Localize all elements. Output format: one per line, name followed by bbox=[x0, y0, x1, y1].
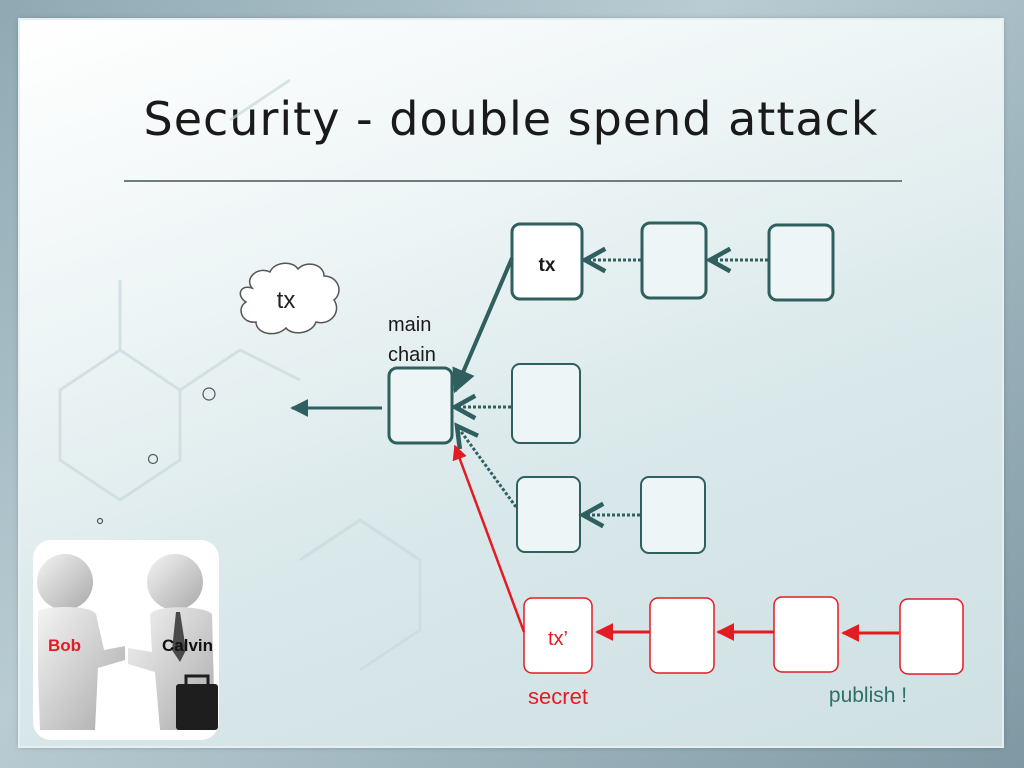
tx-cloud-label: tx bbox=[277, 287, 296, 314]
slide-title: Security - double spend attack bbox=[143, 92, 879, 146]
orphan-block-middle bbox=[511, 363, 581, 444]
attack-tx-block bbox=[523, 597, 593, 674]
attack-block-2 bbox=[649, 597, 715, 674]
main-chain-block bbox=[387, 366, 454, 445]
secret-label: secret bbox=[528, 684, 588, 709]
orphan-block-lower-1 bbox=[516, 476, 581, 553]
orphan-block-lower-2 bbox=[640, 476, 706, 554]
upper-chain-block-2 bbox=[640, 221, 708, 300]
background-bubbles bbox=[96, 387, 216, 525]
background-molecule-decoration bbox=[58, 78, 422, 672]
attack-block-4 bbox=[899, 598, 964, 675]
briefcase bbox=[176, 684, 218, 730]
tx-cloud-shape bbox=[239, 262, 340, 335]
main-chain-label-line1: main bbox=[388, 314, 431, 336]
calvin-label: Calvin bbox=[162, 636, 213, 655]
handshake-illustration: Bob Calvin bbox=[33, 540, 219, 740]
tx-block-label: tx bbox=[539, 255, 556, 276]
bob-label: Bob bbox=[48, 636, 81, 655]
publish-label: publish ! bbox=[829, 684, 907, 707]
tx-block-to-main-arrow bbox=[452, 257, 514, 394]
orphan-lower-to-main-arrow bbox=[457, 426, 518, 508]
attack-block-3 bbox=[773, 596, 839, 673]
attack-tx-to-main-arrow bbox=[452, 444, 526, 633]
upper-chain-block-3 bbox=[767, 223, 835, 302]
main-chain-label-line2: chain bbox=[388, 344, 436, 366]
attack-tx-label: tx’ bbox=[548, 628, 568, 650]
bob-figure bbox=[37, 554, 125, 730]
